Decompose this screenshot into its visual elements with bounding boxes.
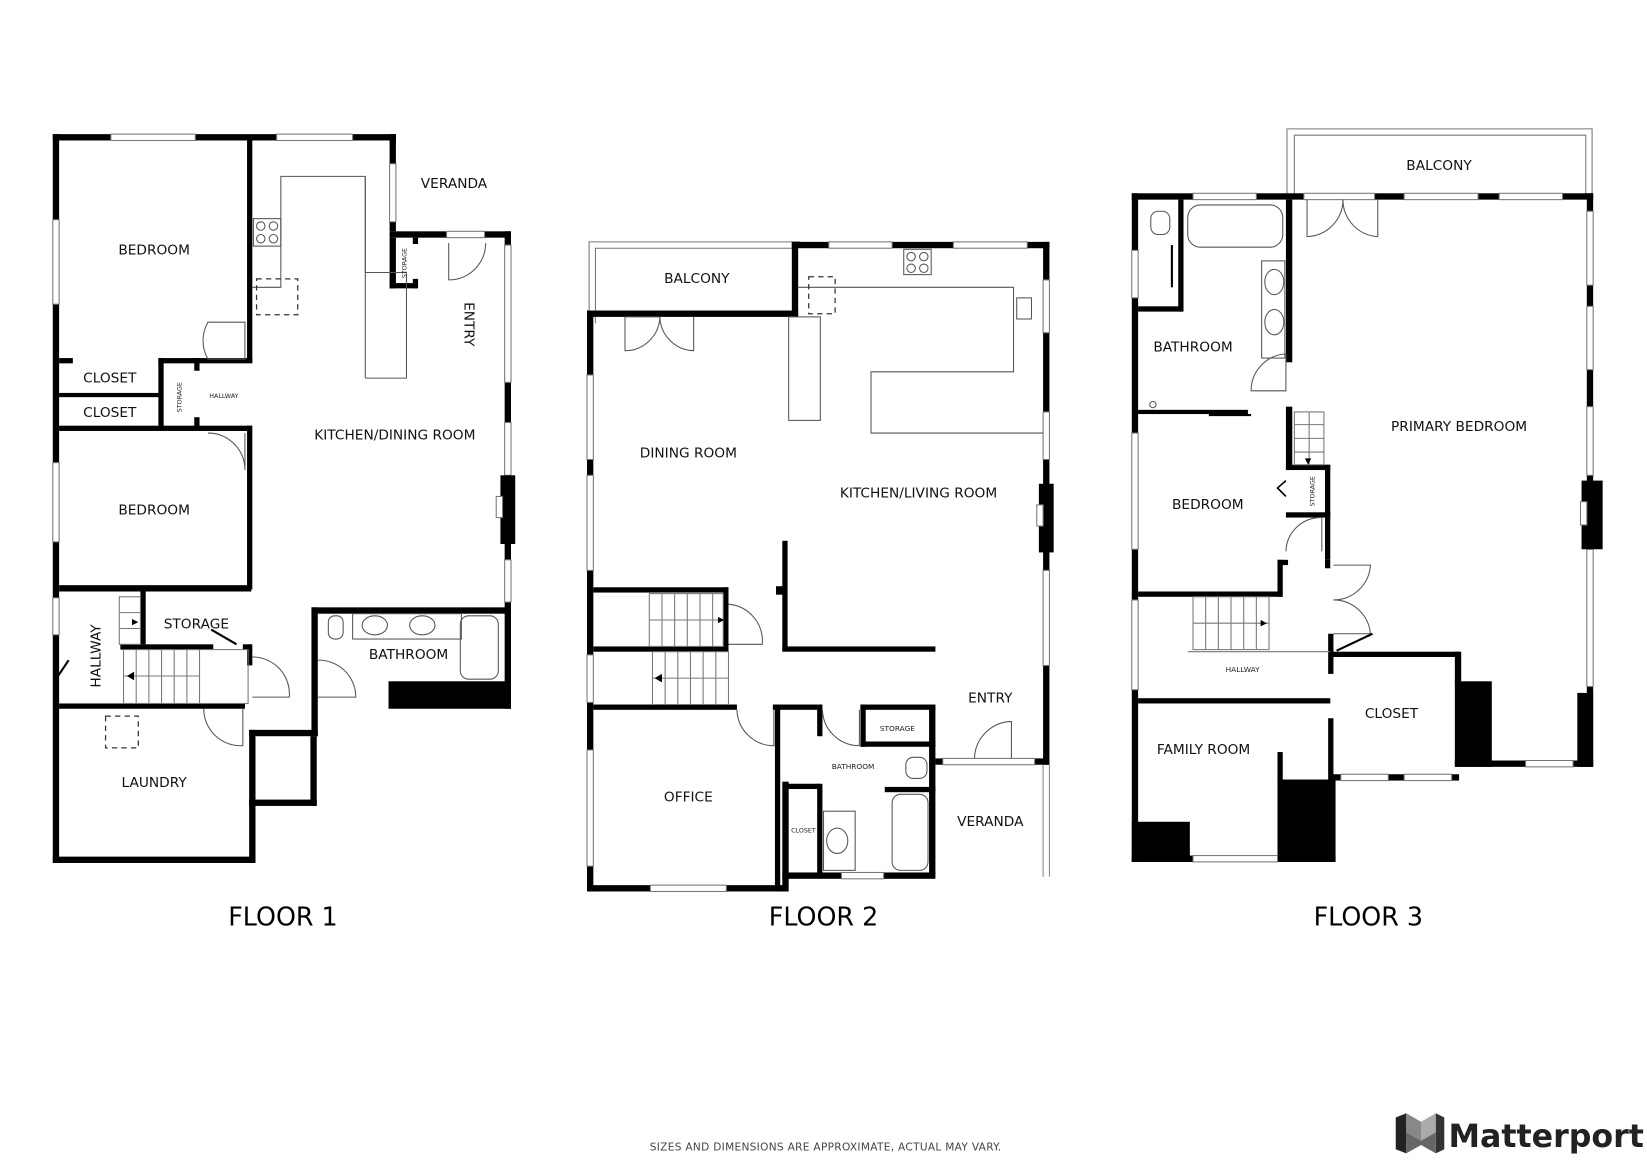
room-label-entry-f1: ENTRY [461,302,477,347]
room-label-family-room: FAMILY ROOM [1157,742,1250,758]
room-label-bathroom-f1: BATHROOM [369,647,448,663]
room-label-hallway-f1: HALLWAY [88,624,104,688]
room-label-veranda-f2: VERANDA [957,814,1024,830]
room-label-bedroom-f3: BEDROOM [1172,497,1244,513]
room-label-entry-f2: ENTRY [968,690,1013,706]
room-label-bathroom-f2: BATHROOM [832,762,875,771]
floor-3-label: FLOOR 3 [1314,901,1423,931]
floor-1-plan: BEDROOM CLOSET CLOSET STORAGE HALLWAY BE… [52,133,516,863]
matterport-logo-icon [1395,1113,1445,1154]
room-label-closet-f3: CLOSET [1365,706,1419,722]
room-label-storage-f2: STORAGE [880,724,915,733]
room-label-laundry: LAUNDRY [122,775,188,791]
room-label-closet-1: CLOSET [83,370,137,386]
matterport-logo: Matterport [1395,1113,1644,1155]
room-label-dining-room: DINING ROOM [640,445,737,461]
room-label-kitchen-dining: KITCHEN/DINING ROOM [314,427,475,443]
floor-1-label: FLOOR 1 [228,901,337,931]
room-label-bedroom-2: BEDROOM [118,502,190,518]
disclaimer-text: SIZES AND DIMENSIONS ARE APPROXIMATE, AC… [650,1141,1002,1153]
room-label-storage-f1: STORAGE [164,616,229,632]
room-label-primary-bedroom: PRIMARY BEDROOM [1391,419,1527,435]
room-label-kitchen-living: KITCHEN/LIVING ROOM [840,485,997,501]
room-label-storage-f3: STORAGE [1309,476,1316,506]
floor-2-plan: BALCONY DINING ROOM KITCHEN/LIVING ROOM … [586,241,1054,893]
room-label-balcony-f2: BALCONY [664,271,730,287]
matterport-brand-text: Matterport [1449,1119,1644,1155]
room-label-storage-entry: STORAGE [401,248,408,278]
room-label-bedroom-1: BEDROOM [118,243,190,259]
room-label-balcony-f3: BALCONY [1406,158,1472,174]
floor-2-label: FLOOR 2 [769,901,878,931]
room-label-bathroom-f3: BATHROOM [1153,340,1232,356]
room-label-closet-2: CLOSET [83,405,137,421]
room-label-storage-small: STORAGE [177,382,184,412]
room-label-hallway-f3: HALLWAY [1226,665,1260,674]
floor-3-plan: BALCONY BATHROOM PRIMARY BEDROOM BEDROOM… [1131,128,1603,863]
room-label-office: OFFICE [664,790,713,806]
room-label-hallway-small: HALLWAY [209,393,238,400]
room-label-closet-f2: CLOSET [791,827,816,834]
room-label-veranda-f1: VERANDA [421,176,488,192]
